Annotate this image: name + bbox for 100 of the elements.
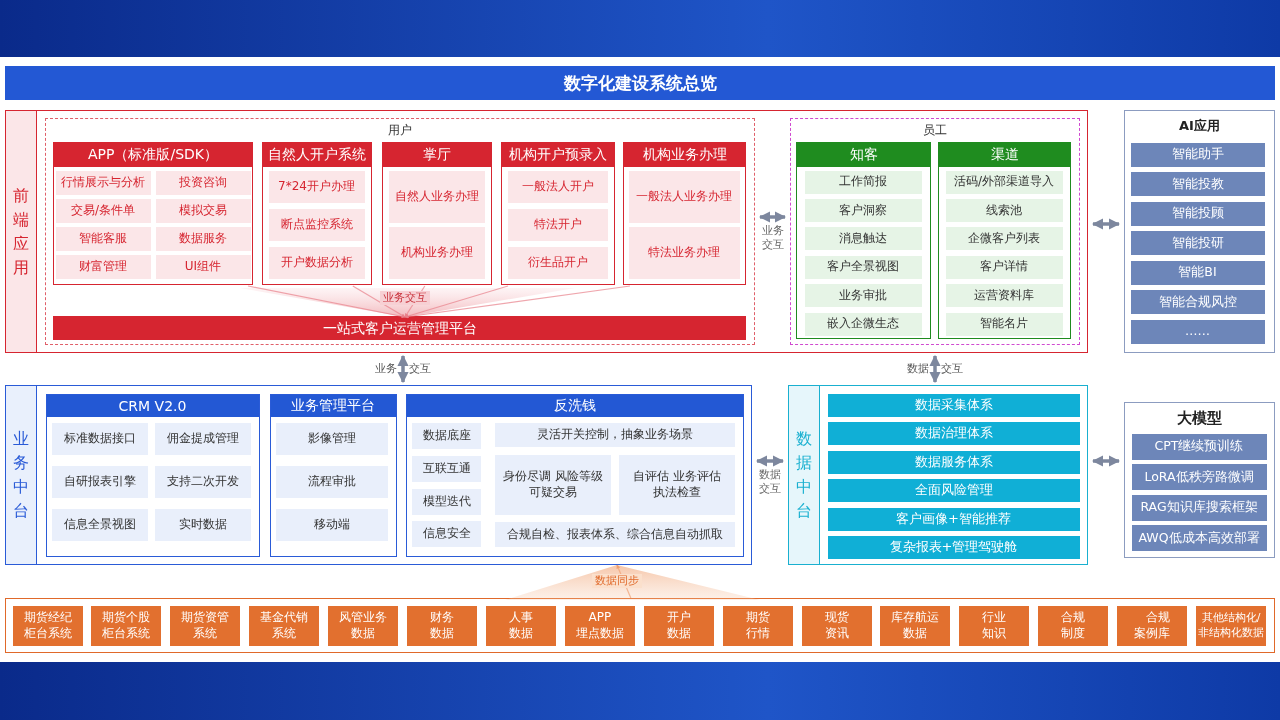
edge-label: 业务交互 [380, 291, 430, 305]
feature-tile: 数据治理体系 [827, 422, 1080, 445]
feature-tile: 移动端 [276, 509, 388, 541]
feature-tile: 流程审批 [276, 466, 388, 498]
feature-tile: 智能投教 [1130, 172, 1265, 196]
card-header: 机构开户预录入 [502, 143, 614, 167]
feature-tile: 衍生品开户 [507, 246, 608, 279]
module-card [53, 142, 253, 285]
feature-tile: 自评估 业务评估执法检查 [619, 455, 735, 515]
flow-label: 业务 [375, 362, 397, 376]
data-source-panel [5, 598, 1275, 653]
feature-tile: 智能客服 [55, 226, 151, 251]
section-label: 业务中台 [6, 386, 37, 564]
feature-tile: 智能合规风控 [1130, 290, 1265, 314]
feature-tile: 行情展示与分析 [55, 170, 151, 195]
data-source-tile: 风管业务数据 [328, 605, 399, 646]
edge-label: 数据交互 [757, 468, 784, 496]
section-label: 前端应用 [6, 111, 37, 352]
connector-arrow [397, 354, 409, 384]
data-source-tile: APP 埋点数据 [564, 605, 635, 646]
funnel-arrow [240, 285, 631, 319]
feature-tile: 灵活开关控制，抽象业务场景 [495, 423, 735, 447]
feature-tile: 嵌入企微生态 [804, 312, 922, 336]
module-card [796, 142, 931, 339]
data-source-tile: 期货个股柜台系统 [91, 605, 162, 646]
feature-tile: 自研报表引擎 [52, 466, 148, 498]
flow-label: 交互 [941, 362, 963, 376]
feature-tile: 智能投顾 [1130, 201, 1265, 226]
data-source-tile: 期货行情 [722, 605, 793, 646]
feature-tile: …… [1130, 319, 1265, 344]
funnel-arrow [505, 564, 760, 600]
feature-tile: 一般法人业务办理 [628, 170, 740, 223]
feature-tile: 线索池 [945, 198, 1063, 222]
card-header: CRM V2.0 [46, 394, 259, 417]
feature-tile: 数据服务 [155, 226, 251, 251]
feature-tile: 7*24开户办理 [268, 170, 365, 203]
group-title: 员工 [921, 121, 948, 139]
feature-tile: 智能BI [1130, 260, 1265, 285]
feature-tile: 信息全景视图 [52, 509, 148, 541]
data-source-tile: 人事数据 [485, 605, 556, 646]
feature-tile: 支持二次开发 [155, 466, 251, 498]
data-source-tile: 财务数据 [407, 605, 477, 646]
section-label: 数据中台 [789, 386, 820, 564]
card-header: 掌厅 [383, 143, 491, 167]
module-card [405, 393, 744, 557]
feature-tile: 活码/外部渠道导入 [945, 170, 1063, 194]
feature-tile: 客户画像+智能推荐 [827, 507, 1080, 531]
feature-tile: 模型迭代 [412, 489, 481, 515]
edge-label: 数据同步 [592, 574, 642, 588]
title-bar: 数字化建设系统总览 [5, 66, 1275, 100]
feature-tile: LoRA低秩旁路微调 [1131, 464, 1267, 490]
feature-tile: UI组件 [155, 254, 251, 279]
module-card [938, 142, 1071, 339]
platform-bar: 一站式客户运营管理平台 [53, 316, 746, 340]
layer-panel [5, 110, 1088, 353]
feature-tile: 客户洞察 [804, 198, 922, 222]
feature-tile: 特法业务办理 [628, 226, 740, 279]
edge-label: 业务交互 [759, 224, 786, 252]
card-header: 反洗钱 [406, 394, 743, 417]
data-source-tile: 基金代销系统 [249, 605, 320, 646]
module-card [45, 393, 260, 557]
group-frame [44, 117, 755, 345]
feature-tile: 特法开户 [507, 208, 608, 241]
feature-tile: 一般法人开户 [507, 170, 608, 203]
data-source-tile: 合规案例库 [1117, 605, 1188, 646]
card-header: APP（标准版/SDK） [54, 143, 252, 167]
feature-tile: 机构业务办理 [388, 226, 485, 279]
module-card [382, 142, 492, 285]
data-source-tile: 现货资讯 [801, 605, 872, 646]
feature-tile: 客户详情 [945, 255, 1063, 279]
feature-tile: 工作简报 [804, 170, 922, 194]
flow-label: 交互 [409, 362, 431, 376]
feature-tile: 标准数据接口 [52, 423, 148, 455]
connector-arrow [929, 354, 941, 384]
feature-tile: 信息安全 [412, 521, 481, 547]
group-title: 用户 [386, 121, 413, 139]
feature-tile: AWQ低成本高效部署 [1131, 525, 1267, 551]
card-header: 自然人开户系统 [263, 143, 371, 167]
feature-tile: 合规自检、报表体系、综合信息自动抓取 [495, 522, 735, 547]
connector-arrow [755, 455, 785, 467]
connector-arrow [758, 211, 787, 223]
data-source-tile: 库存航运数据 [880, 605, 951, 646]
feature-tile: 智能助手 [1130, 142, 1265, 167]
feature-tile: CPT继续预训练 [1131, 433, 1267, 460]
feature-tile: 客户全景视图 [804, 255, 922, 279]
feature-tile: RAG知识库搜索框架 [1131, 494, 1267, 521]
feature-tile: 财富管理 [55, 254, 151, 279]
card-header: 渠道 [939, 143, 1070, 167]
card-header: 机构业务办理 [624, 143, 745, 167]
feature-tile: 断点监控系统 [268, 208, 365, 241]
feature-tile: 智能名片 [945, 312, 1063, 336]
feature-tile: 互联互通 [412, 456, 481, 482]
feature-tile: 佣金提成管理 [155, 423, 251, 455]
panel-title: 大模型 [1176, 409, 1223, 428]
feature-tile: 复杂报表+管理驾驶舱 [827, 536, 1080, 559]
flow-label: 数据 [907, 362, 929, 376]
feature-tile: 全面风险管理 [827, 479, 1080, 502]
module-card [501, 142, 615, 285]
feature-tile: 业务审批 [804, 284, 922, 308]
module-card [269, 393, 397, 557]
